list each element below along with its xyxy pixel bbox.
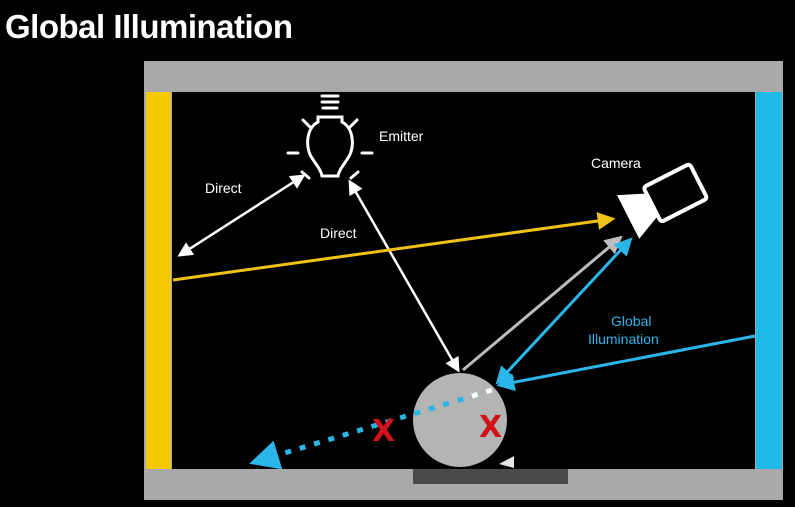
blocked-mark-left: X (372, 414, 395, 449)
blue-wall (756, 92, 782, 469)
label-gi-line2: Illumination (588, 331, 659, 347)
ray-occluded-dotted (249, 387, 493, 470)
blocked-mark-right: X (479, 410, 502, 445)
label-direct-center: Direct (320, 225, 357, 241)
label-direct-left: Direct (205, 180, 242, 196)
ray-wall-to-camera (172, 212, 616, 282)
sphere (413, 373, 507, 467)
floor-plate (413, 467, 568, 484)
light-bulb-icon (286, 94, 374, 180)
yellow-wall (146, 92, 171, 469)
label-gi-line1: Global (611, 313, 651, 329)
camera-icon (616, 162, 709, 239)
ray-direct-to-sphere (348, 179, 460, 373)
ray-blue-wall-to-sphere (496, 334, 756, 392)
label-camera: Camera (591, 155, 641, 171)
sphere-highlight (499, 456, 514, 468)
ray-gi-to-camera (495, 237, 633, 385)
label-emitter: Emitter (379, 128, 424, 144)
room-ceiling (144, 61, 783, 92)
ray-direct-to-wall (177, 174, 306, 257)
ray-occluded-dotted-inner (465, 387, 493, 401)
page-title: Global Illumination (5, 8, 293, 45)
